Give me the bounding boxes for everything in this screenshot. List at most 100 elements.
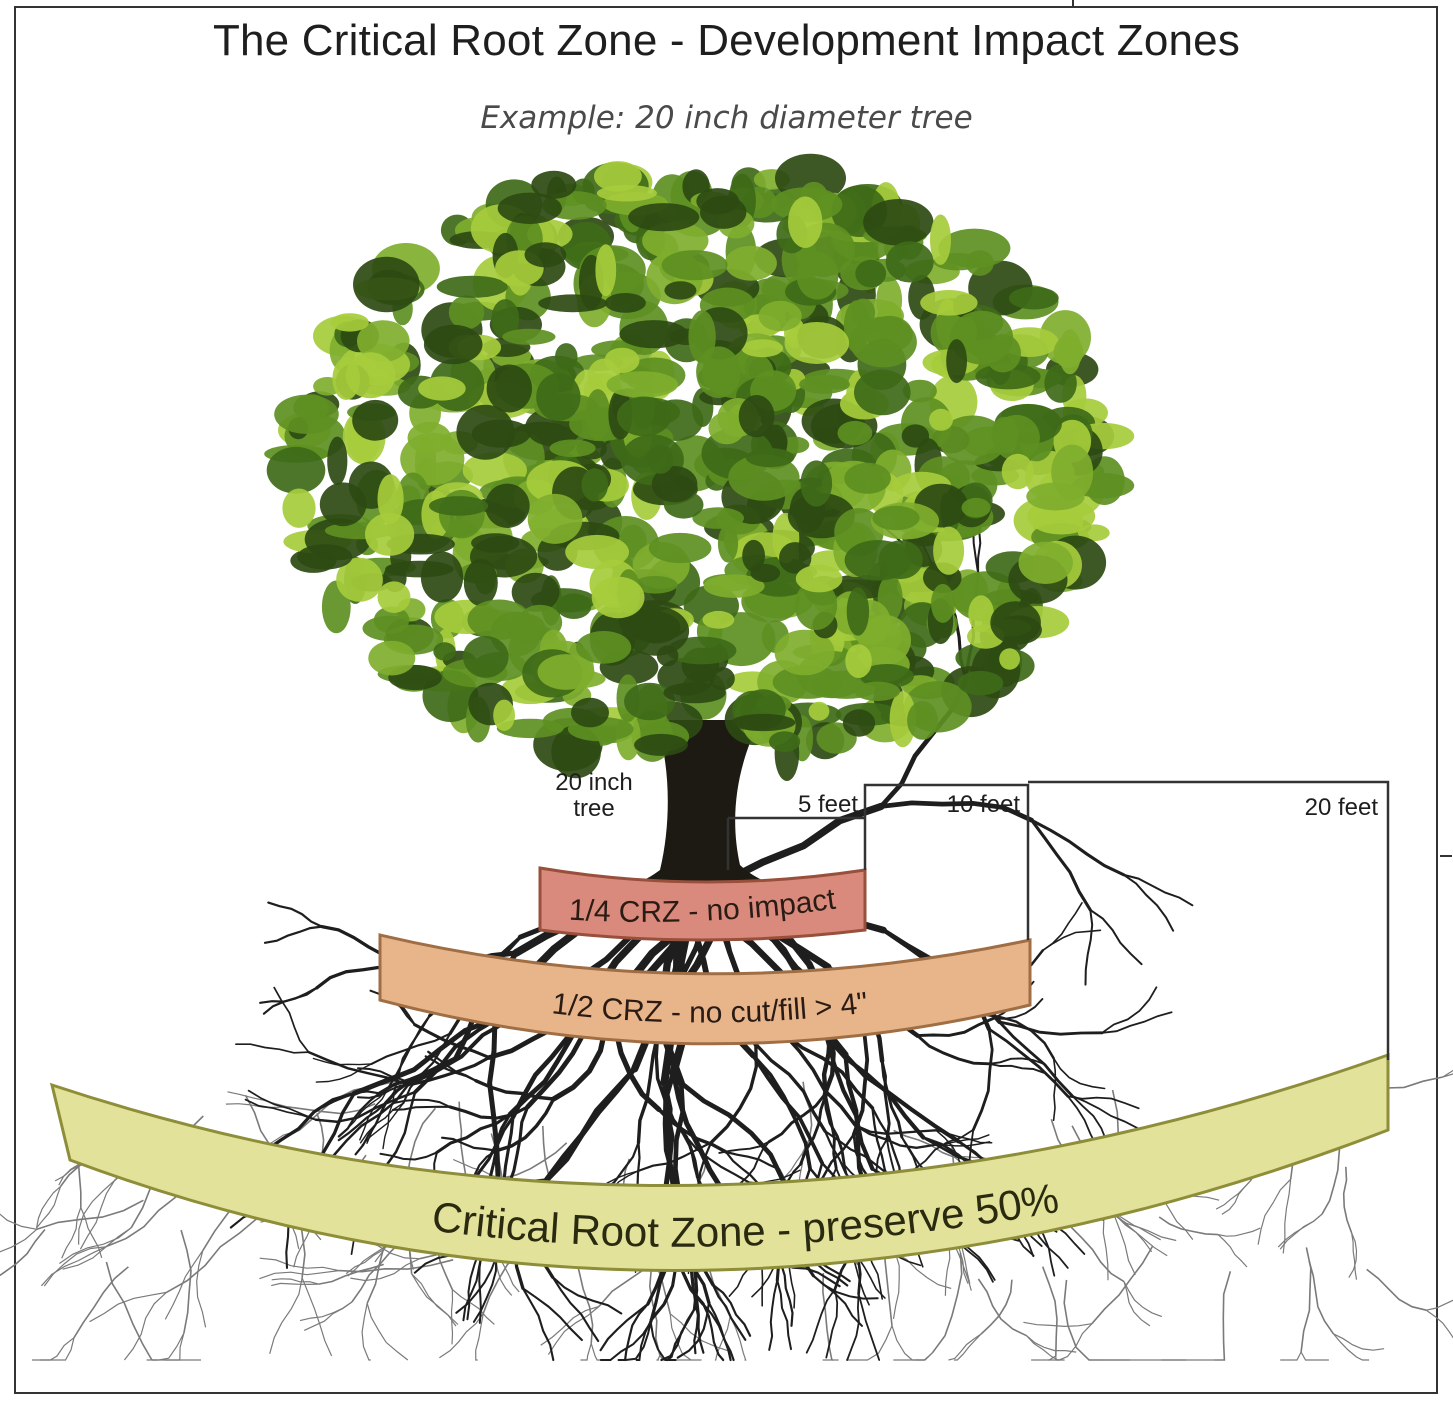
foliage-leaf-cluster xyxy=(537,533,578,571)
fine-root xyxy=(80,1207,103,1258)
root xyxy=(781,1031,858,1128)
fine-root xyxy=(953,1333,982,1361)
fine-root xyxy=(1123,1281,1151,1327)
root xyxy=(649,1321,677,1361)
foliage-leaf-cluster xyxy=(779,542,812,574)
foliage-leaf-cluster xyxy=(536,373,581,421)
foliage-leaf-cluster xyxy=(368,640,416,676)
root xyxy=(359,1087,389,1141)
foliage-leaf-cluster xyxy=(493,699,515,731)
fine-root xyxy=(1023,1321,1092,1328)
root xyxy=(685,1136,750,1184)
root xyxy=(263,925,323,944)
fine-root xyxy=(1351,1232,1358,1280)
fine-root xyxy=(62,1227,132,1270)
foliage-leaf-cluster xyxy=(429,496,489,516)
root xyxy=(494,1097,556,1153)
root xyxy=(854,1124,938,1135)
fine-root xyxy=(318,1263,384,1285)
root xyxy=(345,1087,389,1131)
fine-root xyxy=(32,1337,75,1361)
fine-root xyxy=(1282,1179,1292,1254)
fine-root xyxy=(714,1316,731,1361)
fine-root xyxy=(338,1259,454,1273)
foliage-leaf-cluster xyxy=(664,281,697,300)
fine-root xyxy=(0,1228,38,1253)
fine-root xyxy=(0,1228,46,1277)
distance-label-5ft: 5 feet xyxy=(798,791,858,818)
root xyxy=(878,800,1034,823)
root xyxy=(1084,908,1094,986)
foliage-leaf-cluster xyxy=(933,526,965,575)
fine-root xyxy=(347,1242,392,1277)
foliage-leaf-cluster xyxy=(750,564,781,583)
fine-root xyxy=(1031,1355,1057,1361)
foliage-leaf-cluster xyxy=(920,290,978,316)
fine-root xyxy=(1425,1309,1453,1339)
fine-root xyxy=(1366,1268,1427,1311)
fine-root xyxy=(79,1180,116,1250)
foliage-leaf-cluster xyxy=(794,580,838,630)
foliage-leaf-cluster xyxy=(846,587,870,636)
root xyxy=(235,1043,310,1054)
fine-root xyxy=(1158,1216,1219,1236)
foliage-leaf-cluster xyxy=(591,576,645,619)
foliage-leaf-cluster xyxy=(436,275,508,298)
foliage-leaf-cluster xyxy=(418,376,466,401)
foliage-leaf-cluster xyxy=(377,474,404,524)
foliage-leaf-cluster xyxy=(717,524,739,563)
foliage-leaf-cluster xyxy=(319,482,367,527)
fine-root xyxy=(1123,1281,1163,1318)
root xyxy=(805,1288,836,1354)
foliage-leaf-cluster xyxy=(511,572,560,612)
foliage-leaf-cluster xyxy=(889,691,916,748)
root xyxy=(466,1250,481,1321)
foliage-leaf-cluster xyxy=(784,322,850,364)
root xyxy=(823,1130,891,1177)
root xyxy=(1030,818,1092,912)
root xyxy=(709,1042,758,1145)
fine-root xyxy=(1332,1333,1370,1361)
foliage-leaf-cluster xyxy=(1077,524,1110,542)
foliage-leaf-cluster xyxy=(849,316,917,368)
root xyxy=(1122,873,1194,907)
root xyxy=(506,1105,530,1188)
root xyxy=(351,1016,498,1096)
root xyxy=(366,1090,396,1144)
foliage-leaf-cluster xyxy=(688,310,716,364)
root xyxy=(315,1063,373,1083)
foliage-leaf-cluster xyxy=(357,320,410,362)
fine-root xyxy=(1026,1335,1077,1353)
foliage-leaf-cluster xyxy=(327,436,348,486)
root xyxy=(1042,902,1083,952)
foliage-leaf-cluster xyxy=(549,439,596,458)
foliage-leaf-cluster xyxy=(702,610,735,629)
foliage-leaf-cluster xyxy=(876,276,903,324)
tree-trunk xyxy=(600,720,800,893)
fine-root xyxy=(196,1250,207,1328)
foliage-leaf-cluster xyxy=(730,713,796,732)
foliage-leaf-cluster xyxy=(595,244,617,297)
fine-root xyxy=(980,1279,1013,1335)
foliage-leaf-cluster xyxy=(745,448,795,468)
root xyxy=(767,1092,827,1144)
fine-root xyxy=(271,1278,319,1285)
root xyxy=(259,1091,356,1156)
root xyxy=(262,986,318,1015)
foliage-leaf-cluster xyxy=(365,512,415,556)
root xyxy=(725,1150,781,1171)
fine-root xyxy=(301,1277,333,1357)
fine-root xyxy=(1300,1351,1329,1361)
distance-label-10ft: 10 feet xyxy=(947,791,1021,818)
foliage-leaf-cluster xyxy=(907,701,938,740)
tree-size-label: tree xyxy=(573,795,614,822)
root xyxy=(487,1016,501,1182)
fine-root xyxy=(269,1277,303,1354)
distance-lines xyxy=(726,780,1390,1060)
foliage-leaf-cluster xyxy=(930,214,951,265)
root xyxy=(312,1057,373,1066)
root xyxy=(846,1293,860,1361)
foliage-leaf-cluster xyxy=(634,733,688,756)
foliage-leaf-cluster xyxy=(1018,541,1073,584)
foliage-leaf-cluster xyxy=(993,414,1040,461)
